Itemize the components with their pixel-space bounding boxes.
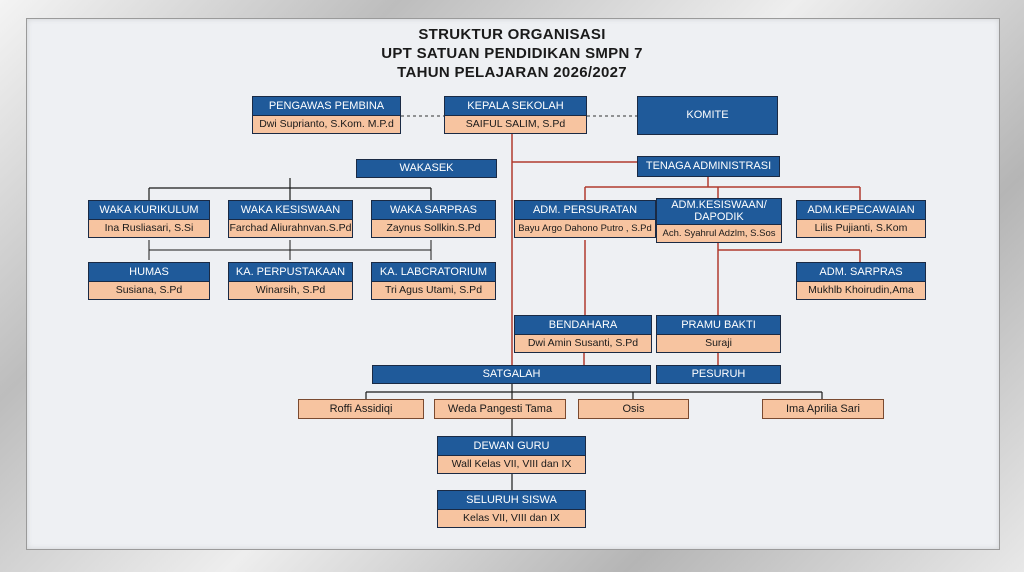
waka-kesiswaan-name: Farchad Aliurahnvan.S.Pd <box>229 219 352 237</box>
waka-sarpras-title: WAKA SARPRAS <box>372 201 495 219</box>
adm-kepegawaian-name: Lilis Pujianti, S.Kom <box>797 219 925 237</box>
title-line-2: UPT SATUAN PENDIDIKAN SMPN 7 <box>381 45 643 62</box>
pramu-bakti-box: PRAMU BAKTI Suraji <box>656 315 781 353</box>
dewan-guru-name: Wall Kelas VII, VIII dan IX <box>438 455 585 473</box>
waka-kesiswaan-box: WAKA KESISWAAN Farchad Aliurahnvan.S.Pd <box>228 200 353 238</box>
komite-box: KOMITE <box>637 96 778 135</box>
waka-kesiswaan-title: WAKA KESISWAAN <box>229 201 352 219</box>
laboratorium-name: Tri Agus Utami, S.Pd <box>372 281 495 299</box>
adm-sarpras-box: ADM. SARPRAS Mukhlb Khoirudin,Ama <box>796 262 926 300</box>
adm-persuratan-name: Bayu Argo Dahono Putro , S.Pd <box>515 219 655 237</box>
perpustakaan-name: Winarsih, S.Pd <box>229 281 352 299</box>
seluruh-siswa-name: Kelas VII, VIII dan IX <box>438 509 585 527</box>
waka-kurikulum-name: Ina Rusliasari, S.Si <box>89 219 209 237</box>
title-line-3: TAHUN PELAJARAN 2026/2027 <box>397 64 627 81</box>
perpustakaan-box: KA. PERPUSTAKAAN Winarsih, S.Pd <box>228 262 353 300</box>
adm-sarpras-title: ADM. SARPRAS <box>797 263 925 281</box>
waka-kurikulum-box: WAKA KURIKULUM Ina Rusliasari, S.Si <box>88 200 210 238</box>
adm-sarpras-name: Mukhlb Khoirudin,Ama <box>797 281 925 299</box>
adm-kesiswaan-title-2: DAPODIK <box>657 212 781 224</box>
waka-sarpras-box: WAKA SARPRAS Zaynus Sollkin.S.Pd <box>371 200 496 238</box>
staff-ima: Ima Aprilia Sari <box>762 399 884 419</box>
humas-name: Susiana, S.Pd <box>89 281 209 299</box>
bendahara-title: BENDAHARA <box>515 316 651 334</box>
bendahara-box: BENDAHARA Dwi Amin Susanti, S.Pd <box>514 315 652 353</box>
wakasek-box: WAKASEK <box>356 159 497 178</box>
satgalah-box: SATGALAH <box>372 365 651 384</box>
seluruh-siswa-box: SELURUH SISWA Kelas VII, VIII dan IX <box>437 490 586 528</box>
pramu-bakti-title: PRAMU BAKTI <box>657 316 780 334</box>
waka-sarpras-name: Zaynus Sollkin.S.Pd <box>372 219 495 237</box>
pesuruh-box: PESURUH <box>656 365 781 384</box>
bendahara-name: Dwi Amin Susanti, S.Pd <box>515 334 651 352</box>
adm-persuratan-title: ADM. PERSURATAN <box>515 201 655 219</box>
staff-weda: Weda Pangesti Tama <box>434 399 566 419</box>
dewan-guru-box: DEWAN GURU Wall Kelas VII, VIII dan IX <box>437 436 586 474</box>
adm-kesiswaan-box: ADM.KESISWAAN/ DAPODIK Ach. Syahrul Adzl… <box>656 198 782 243</box>
laboratorium-title: KA. LABCRATORIUM <box>372 263 495 281</box>
waka-kurikulum-title: WAKA KURIKULUM <box>89 201 209 219</box>
adm-kesiswaan-title-1: ADM.KESISWAAN/ <box>657 199 781 212</box>
pengawas-pembina-box: PENGAWAS PEMBINA Dwi Suprianto, S.Kom. M… <box>252 96 401 134</box>
adm-kesiswaan-name: Ach. Syahrul Adzlm, S.Sos <box>657 224 781 242</box>
adm-kepegawaian-box: ADM.KEPECAWAIAN Lilis Pujianti, S.Kom <box>796 200 926 238</box>
kepala-sekolah-title: KEPALA SEKOLAH <box>445 97 586 115</box>
humas-title: HUMAS <box>89 263 209 281</box>
perpustakaan-title: KA. PERPUSTAKAAN <box>229 263 352 281</box>
staff-osis: Osis <box>578 399 689 419</box>
laboratorium-box: KA. LABCRATORIUM Tri Agus Utami, S.Pd <box>371 262 496 300</box>
pengawas-pembina-name: Dwi Suprianto, S.Kom. M.P.d <box>253 115 400 133</box>
dewan-guru-title: DEWAN GURU <box>438 437 585 455</box>
staff-roffi: Roffi Assidiqi <box>298 399 424 419</box>
kepala-sekolah-name: SAIFUL SALIM, S.Pd <box>445 115 586 133</box>
kepala-sekolah-box: KEPALA SEKOLAH SAIFUL SALIM, S.Pd <box>444 96 587 134</box>
seluruh-siswa-title: SELURUH SISWA <box>438 491 585 509</box>
tenaga-administrasi-box: TENAGA ADMINISTRASI <box>637 156 780 177</box>
title-line-1: STRUKTUR ORGANISASI <box>418 26 606 43</box>
pengawas-pembina-title: PENGAWAS PEMBINA <box>253 97 400 115</box>
humas-box: HUMAS Susiana, S.Pd <box>88 262 210 300</box>
adm-kepegawaian-title: ADM.KEPECAWAIAN <box>797 201 925 219</box>
pramu-bakti-name: Suraji <box>657 334 780 352</box>
adm-persuratan-box: ADM. PERSURATAN Bayu Argo Dahono Putro ,… <box>514 200 656 238</box>
